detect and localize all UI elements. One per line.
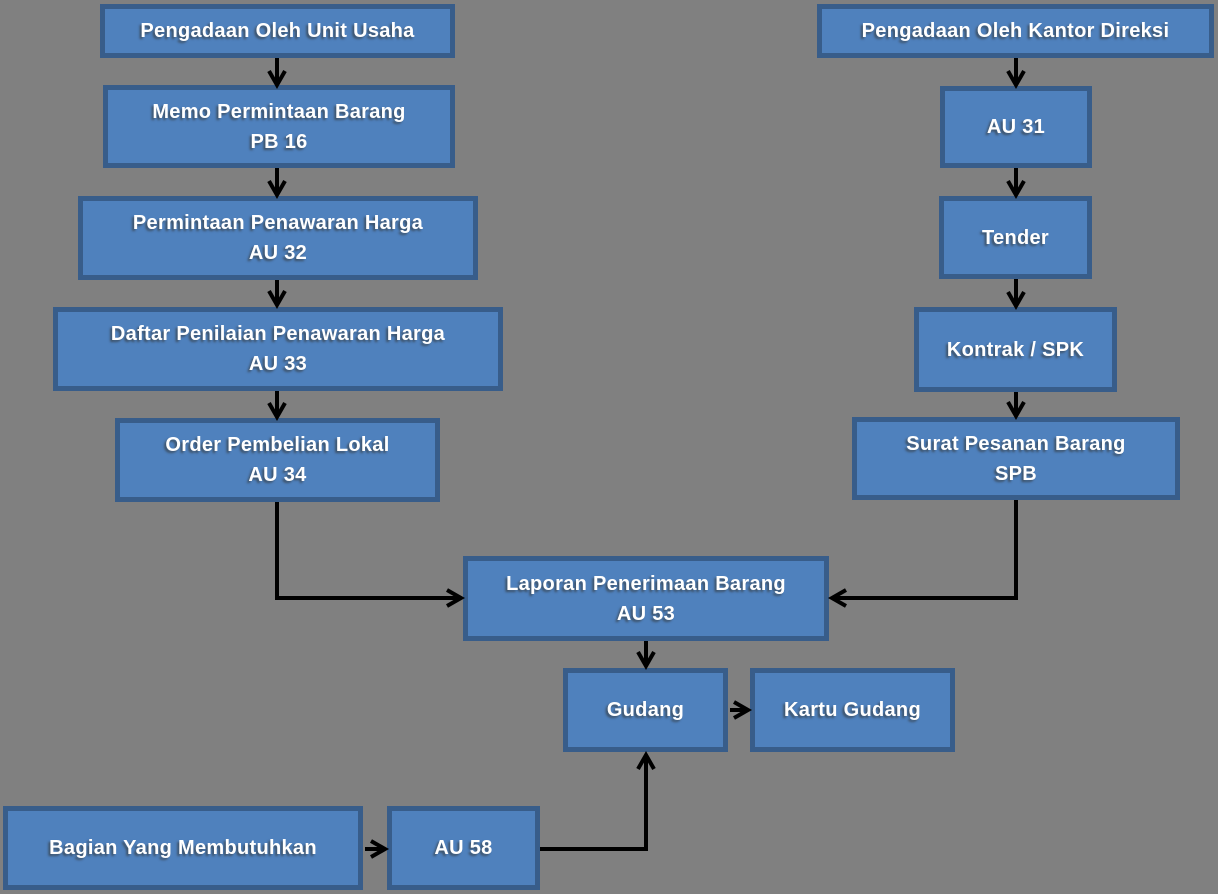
node-surat-pesanan-barang: Surat Pesanan Barang SPB: [852, 417, 1180, 500]
node-pengadaan-oleh-unit-usaha: Pengadaan Oleh Unit Usaha: [100, 4, 455, 58]
node-permintaan-penawaran-harga: Permintaan Penawaran Harga AU 32: [78, 196, 478, 280]
node-au-31: AU 31: [940, 86, 1092, 168]
node-au-58: AU 58: [387, 806, 540, 890]
node-pengadaan-oleh-kantor-direksi: Pengadaan Oleh Kantor Direksi: [817, 4, 1214, 58]
node-bagian-yang-membutuhkan: Bagian Yang Membutuhkan: [3, 806, 363, 890]
arrow-surat-to-laporan: [827, 500, 1018, 608]
node-tender: Tender: [939, 196, 1092, 279]
node-memo-permintaan-barang: Memo Permintaan Barang PB 16: [103, 85, 455, 168]
arrow-order-to-laporan: [275, 502, 466, 608]
arrow-au58-to-gudang: [540, 750, 656, 851]
node-kontrak-spk: Kontrak / SPK: [914, 307, 1117, 392]
node-laporan-penerimaan-barang: Laporan Penerimaan Barang AU 53: [463, 556, 829, 641]
node-gudang: Gudang: [563, 668, 728, 752]
node-kartu-gudang: Kartu Gudang: [750, 668, 955, 752]
node-daftar-penilaian-penawaran-harga: Daftar Penilaian Penawaran Harga AU 33: [53, 307, 503, 391]
node-order-pembelian-lokal: Order Pembelian Lokal AU 34: [115, 418, 440, 502]
